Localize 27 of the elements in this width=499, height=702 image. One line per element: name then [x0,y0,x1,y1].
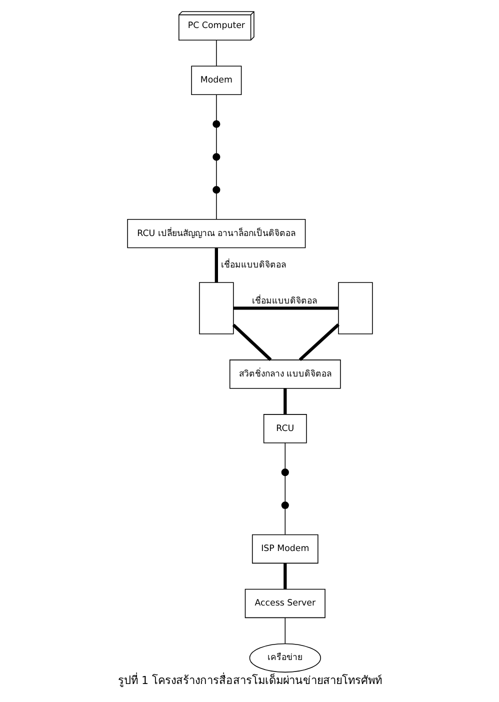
node-box: RCU [262,414,306,444]
connector [284,617,286,644]
connector [283,563,286,589]
node-pole [212,153,220,161]
connector [284,442,286,470]
node-box: สวิตชิ่งกลาง แบบดิจิตอล [228,360,340,389]
connector [283,388,286,414]
connector [298,323,339,362]
node-box: RCU เปลี่ยนสัญญาณ อานาล็อกเป็นดิจิตอล [126,218,306,248]
connector [232,324,272,361]
caption: รูปที่ 1 โครงสร้างการสื่อสารโมเด็มผ่านข่ายสายโทรศัพท์ [117,674,382,688]
connector [214,248,218,282]
node-pole [280,468,288,476]
connector [232,306,338,310]
connector [284,508,286,535]
node-box: ISP Modem [251,534,318,564]
node-box: Modem [190,66,242,95]
edge-label: เชื่อมแบบดิจิตอล [220,260,286,270]
node-pole [280,501,288,510]
node-pole [212,186,220,194]
connector [284,475,286,502]
node-cabinet [198,282,234,334]
node-ellipse: เครือข่าย [248,643,320,673]
node-pole [212,120,220,128]
edge-label: เชื่อมแบบดิจิตอล [252,296,317,306]
node-cabinet [338,282,372,334]
node-box: Access Server [244,588,325,618]
